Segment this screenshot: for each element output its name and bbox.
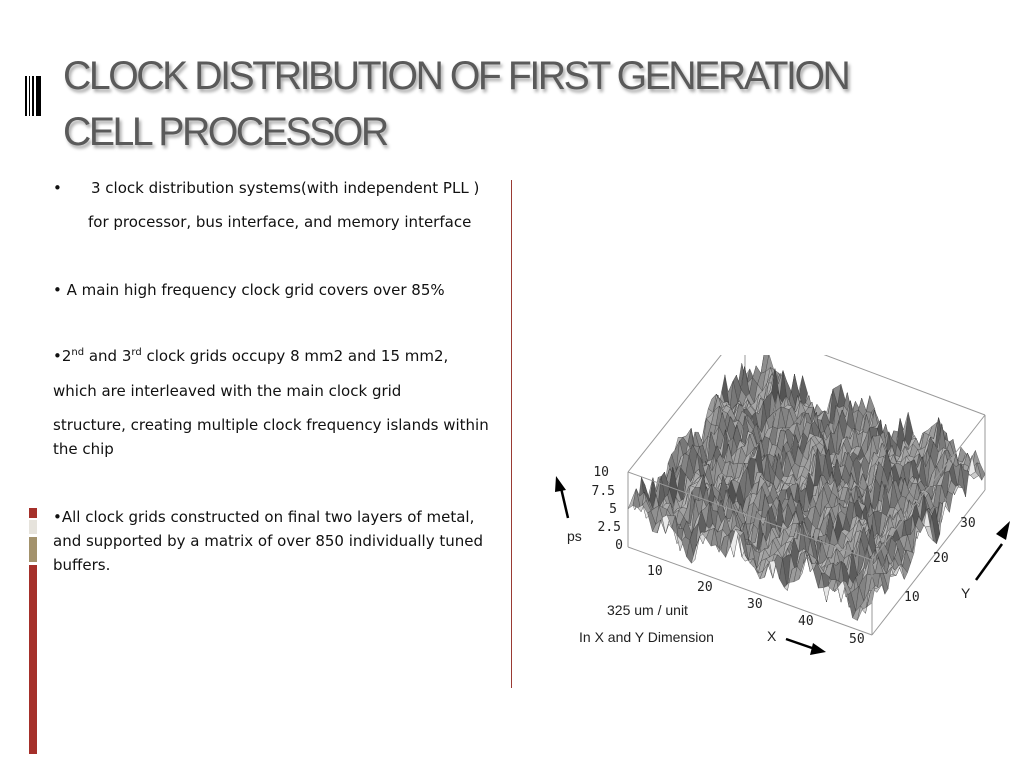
z-tick-7.5: 7.5 <box>592 484 615 499</box>
plot-box-front <box>627 414 986 636</box>
bullet-3-line-3: structure, creating multiple clock frequ… <box>53 416 489 434</box>
b3-pre: •2 <box>53 347 72 365</box>
z-tick-2.5: 2.5 <box>598 520 621 535</box>
bullet-4-line-2: and supported by a matrix of over 850 in… <box>53 532 483 550</box>
b3-sup-rd: rd <box>131 347 142 358</box>
box-edge <box>627 355 722 473</box>
box-edge <box>627 546 873 636</box>
x-tick-30: 30 <box>747 597 763 612</box>
box-edge <box>871 414 986 561</box>
y-tick-20: 20 <box>933 551 949 566</box>
unit-note-line-1: 325 um / unit <box>607 602 688 618</box>
b3-post: clock grids occupy 8 mm2 and 15 mm2, <box>141 347 449 365</box>
x-tick-10: 10 <box>647 564 663 579</box>
x-tick-20: 20 <box>697 580 713 595</box>
box-edge <box>871 489 986 636</box>
unit-note-line-2: In X and Y Dimension <box>579 629 714 645</box>
bullet-1-line-2: for processor, bus interface, and memory… <box>88 213 472 231</box>
box-edge <box>823 355 986 416</box>
x-axis-arrow-icon <box>785 637 826 655</box>
title-line-1: CLOCK DISTRIBUTION OF FIRST GENERATION <box>63 54 851 98</box>
z-tick-10: 10 <box>593 465 609 480</box>
x-tick-50: 50 <box>849 632 865 647</box>
b3-sup-nd: nd <box>71 347 85 358</box>
y-tick-30: 30 <box>960 516 976 531</box>
box-edge <box>627 471 873 561</box>
accent-bar-tan <box>29 537 37 562</box>
y-tick-10: 10 <box>904 590 920 605</box>
accent-bar-light <box>29 520 37 534</box>
z-axis-label: ps <box>567 528 582 544</box>
bullet-3-line-1: •2nd and 3rd clock grids occupy 8 mm2 an… <box>53 347 448 365</box>
slide-title: CLOCK DISTRIBUTION OF FIRST GENERATION C… <box>63 48 851 160</box>
z-tick-5: 5 <box>609 502 617 517</box>
bullet-4-line-3: buffers. <box>53 556 111 574</box>
accent-bar-red <box>29 565 37 754</box>
b3-mid: and 3 <box>84 347 132 365</box>
x-tick-40: 40 <box>798 614 814 629</box>
y-axis-label: Y <box>961 585 971 601</box>
bullet-4-line-1: •All clock grids constructed on final tw… <box>53 508 475 526</box>
accent-bar-red-top <box>29 508 37 518</box>
bullet-3-line-4: the chip <box>53 440 114 458</box>
column-divider <box>511 180 512 688</box>
bullet-1-marker: • <box>53 179 62 197</box>
title-line-2: CELL PROCESSOR <box>63 110 389 154</box>
surface-mesh <box>627 355 986 621</box>
surface-facet <box>866 585 876 607</box>
y-axis-arrow-icon <box>974 521 1010 581</box>
x-axis-label: X <box>767 628 777 644</box>
clock-skew-surface-plot: 10 7.5 5 2.5 0 10 20 30 40 50 10 20 30 p… <box>555 355 1010 655</box>
bullet-1-line-1: 3 clock distribution systems(with indepe… <box>91 179 480 197</box>
z-axis-arrow-icon <box>555 476 570 519</box>
bullet-2: • A main high frequency clock grid cover… <box>53 281 445 299</box>
z-tick-0: 0 <box>615 538 623 553</box>
bullet-3-line-2: which are interleaved with the main cloc… <box>53 382 402 400</box>
slide-logo-bars <box>25 76 41 116</box>
